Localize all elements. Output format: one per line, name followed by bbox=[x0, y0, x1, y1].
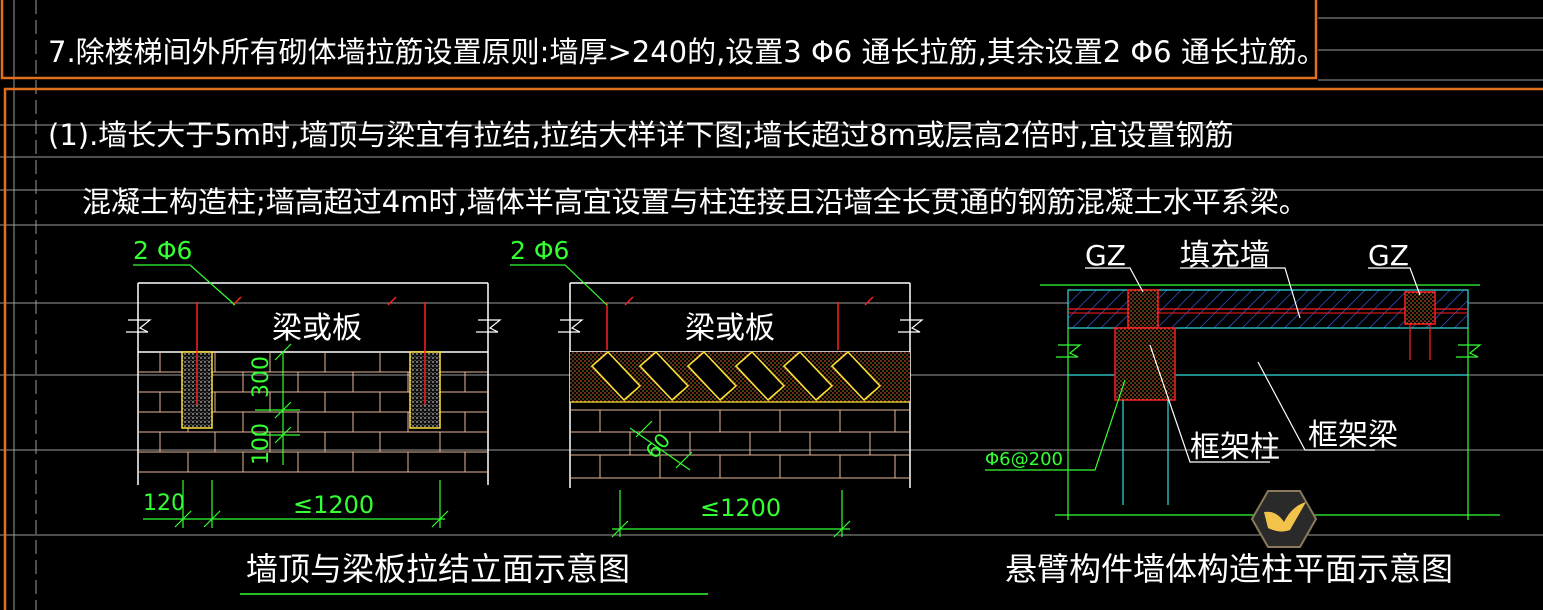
middle-dim-1200: ≤1200 bbox=[700, 494, 781, 522]
note-line-1: 7.除楼梯间外所有砌体墙拉筋设置原则:墙厚>240的,设置3 Φ6 通长拉筋,其… bbox=[48, 35, 1326, 69]
left-dim-1200: ≤1200 bbox=[293, 491, 374, 519]
left-rebar-label: 2 Φ6 bbox=[133, 236, 192, 265]
right-beam-label: 框架梁 bbox=[1308, 418, 1398, 453]
middle-rebar-label: 2 Φ6 bbox=[510, 236, 569, 265]
note-line-2: (1).墙长大于5m时,墙顶与梁宜有拉结,拉结大样详下图;墙长超过8m或层高2倍… bbox=[48, 118, 1234, 152]
detail-frame bbox=[3, 87, 1543, 610]
left-dim-300: 300 bbox=[249, 356, 274, 398]
right-gz-right: GZ bbox=[1368, 239, 1409, 272]
right-rebar-spec: Φ6@200 bbox=[985, 449, 1063, 470]
left-dim-100: 100 bbox=[249, 423, 274, 465]
caption-left: 墙顶与梁板拉结立面示意图 bbox=[246, 550, 630, 588]
middle-dim-60: 60 bbox=[640, 428, 675, 463]
left-dim-120: 120 bbox=[143, 491, 185, 516]
right-column-label: 框架柱 bbox=[1190, 430, 1280, 465]
left-beam-label: 梁或板 bbox=[272, 311, 362, 346]
detail-left bbox=[126, 264, 502, 528]
note-7-frame bbox=[0, 0, 1318, 80]
note-line-3: 混凝土构造柱;墙高超过4m时,墙体半高宜设置与柱连接且沿墙全长贯通的钢筋混凝土水… bbox=[82, 185, 1308, 219]
bird-logo-icon[interactable] bbox=[1250, 490, 1318, 548]
right-gz-left: GZ bbox=[1085, 239, 1126, 272]
detail-right bbox=[985, 267, 1500, 520]
middle-beam-label: 梁或板 bbox=[685, 311, 775, 346]
right-infill-label: 填充墙 bbox=[1180, 238, 1270, 273]
detail-middle bbox=[510, 264, 924, 538]
caption-right: 悬臂构件墙体构造柱平面示意图 bbox=[1005, 550, 1453, 588]
